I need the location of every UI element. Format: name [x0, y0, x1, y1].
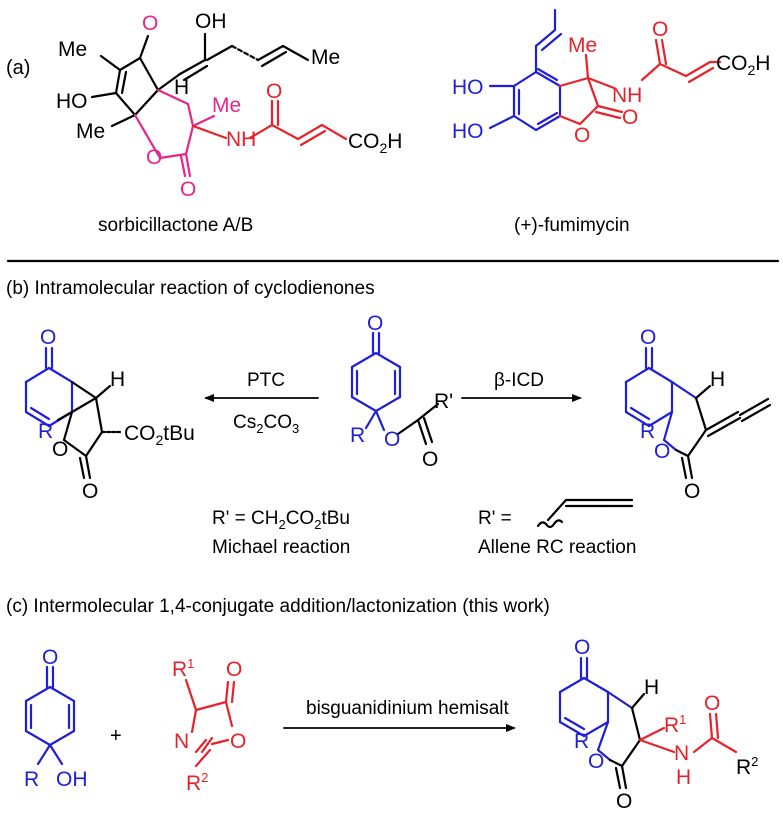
- sorb-me-bottom: Me: [76, 120, 105, 143]
- azlactone-structure: R1 O N O R2: [172, 656, 246, 795]
- michael-rprime-def: R' = CH2CO2tBu: [212, 508, 350, 532]
- michael-arrow-head: [204, 394, 214, 402]
- sorbicillactone-name: sorbicillactone A/B: [98, 215, 253, 236]
- fumi-nh: NH: [612, 84, 642, 107]
- allene-caption: Allene RC reaction: [478, 537, 636, 558]
- sorb-o-amide: O: [266, 80, 282, 103]
- azl-o-ring: O: [230, 730, 246, 753]
- icd-label: β-ICD: [494, 370, 544, 391]
- sorb-me-alpha: Me: [212, 94, 241, 117]
- center-o-ester: O: [384, 428, 400, 451]
- right-o-top: O: [640, 326, 656, 349]
- sorb-ho: HO: [56, 90, 88, 113]
- fumi-o-amide: O: [652, 18, 668, 41]
- dienone-r: R: [24, 768, 39, 791]
- sorb-o-top: O: [142, 12, 158, 35]
- prod-nh-h: H: [676, 766, 691, 789]
- panel-b-label: (b) Intramolecular reaction of cyclodien…: [6, 278, 375, 299]
- right-o-carbonyl: O: [684, 480, 700, 503]
- sorb-me-left: Me: [58, 38, 87, 61]
- fumi-ho-top: HO: [452, 76, 484, 99]
- prod-o-amide: O: [704, 692, 720, 715]
- hydroxy-dienone-structure: O R OH: [24, 646, 88, 791]
- right-h: H: [710, 368, 725, 391]
- left-o-top: O: [40, 326, 56, 349]
- fumi-me: Me: [568, 34, 597, 57]
- ptc-label: PTC: [247, 370, 285, 391]
- right-o-ring: O: [654, 440, 670, 463]
- allene-substituent-drawing: [536, 498, 634, 529]
- allene-rprime-def: R' =: [478, 508, 512, 529]
- sorb-o-ring: O: [146, 146, 162, 169]
- azl-r1: R1: [172, 656, 194, 681]
- sorb-co2h: CO2H: [348, 130, 402, 156]
- sorb-oh-top: OH: [195, 10, 227, 33]
- cyclodienone-ester-structure: O R O R' O: [350, 312, 453, 471]
- sorb-me-right: Me: [311, 46, 340, 69]
- fumi-ho-bottom: HO: [452, 120, 484, 143]
- azl-r2: R2: [186, 770, 208, 795]
- fumimycin-name: (+)-fumimycin: [514, 215, 630, 236]
- prod-o-ring: O: [588, 750, 604, 773]
- azl-n: N: [174, 730, 189, 753]
- fumi-co2h: CO2H: [716, 52, 770, 78]
- sorb-o-carbonyl: O: [180, 178, 196, 201]
- dienone-oh: OH: [56, 768, 88, 791]
- catalyst-label: bisguanidinium hemisalt: [306, 698, 509, 719]
- fumi-o-carbonyl: O: [622, 106, 638, 129]
- center-o-top: O: [367, 312, 383, 335]
- conjugate-addition-arrow-head: [506, 724, 516, 732]
- fumimycin-structure: O CO2H Me NH HO HO O O: [452, 8, 770, 147]
- prod-r2: R2: [736, 754, 758, 779]
- spirolactone-product-structure: O H R1 R O O N H O R2: [558, 636, 758, 813]
- left-h: H: [110, 368, 125, 391]
- allene-product-structure: H O R O O: [624, 326, 772, 503]
- left-r: R: [38, 420, 53, 443]
- right-r: R: [640, 420, 655, 443]
- panel-a-label: (a): [6, 57, 30, 79]
- sorb-nh: NH: [226, 128, 256, 151]
- michael-product-structure: O H CO2tBu R O O: [24, 326, 195, 503]
- michael-caption: Michael reaction: [212, 537, 350, 558]
- prod-o-top: O: [574, 636, 590, 659]
- sorb-h: H: [174, 76, 189, 99]
- fumi-o-ring: O: [574, 124, 590, 147]
- azl-o-exo: O: [226, 658, 242, 681]
- panel-c-label: (c) Intermolecular 1,4-conjugate additio…: [6, 596, 550, 617]
- left-co2tbu: CO2tBu: [124, 422, 195, 448]
- prod-n: N: [674, 742, 689, 765]
- prod-o-carbonyl: O: [616, 790, 632, 813]
- left-o-ring: O: [52, 438, 68, 461]
- center-r: R: [350, 424, 365, 447]
- sorbicillactone-structure: O OH Me Me H Me HO Me O O NH O CO2H: [56, 10, 402, 201]
- prod-r: R: [574, 730, 589, 753]
- left-o-carbonyl: O: [82, 480, 98, 503]
- center-o-carbonyl: O: [422, 448, 438, 471]
- cs2co3-label: Cs2CO3: [233, 412, 299, 436]
- plus-sign: +: [110, 725, 122, 747]
- dienone-o-top: O: [42, 646, 58, 669]
- prod-h: H: [644, 676, 659, 699]
- center-rprime: R': [434, 390, 453, 413]
- prod-r1: R1: [664, 712, 686, 737]
- icd-arrow-head: [572, 394, 582, 402]
